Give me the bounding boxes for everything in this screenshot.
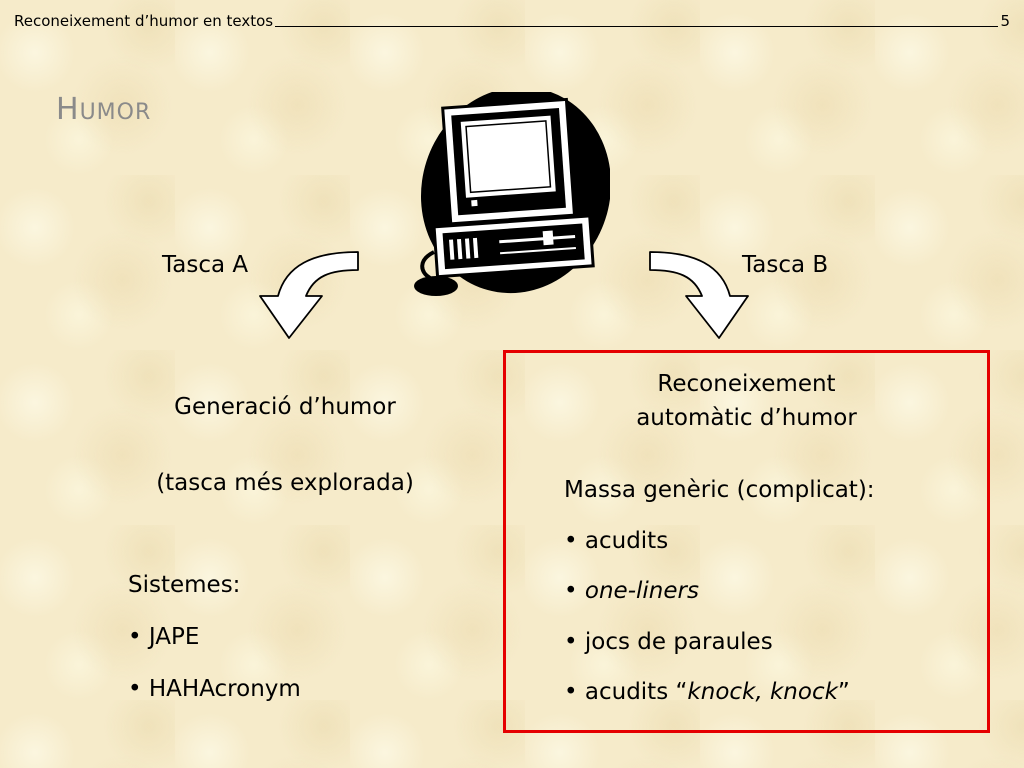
list-item-italic: knock, knock <box>687 679 838 705</box>
list-item: • HAHAcronym <box>128 676 301 702</box>
humor-recognition-box: Reconeixement automàtic d’humor Massa ge… <box>503 350 990 733</box>
list-item-italic: one-liners <box>584 578 699 604</box>
list-item-suffix: ” <box>837 679 850 705</box>
humor-recognition-title: Reconeixement automàtic d’humor <box>506 367 987 435</box>
systems-heading: Sistemes: <box>128 572 241 598</box>
page-number: 5 <box>1000 12 1010 30</box>
header-rule <box>275 26 999 27</box>
humor-recognition-title-line1: Reconeixement <box>657 371 836 397</box>
humor-recognition-title-line2: automàtic d’humor <box>636 405 857 431</box>
slide-title: Humor <box>56 92 151 127</box>
list-item: • one-liners <box>564 578 875 604</box>
slide-title-rest: umor <box>79 100 152 125</box>
list-item: • acudits <box>564 527 669 554</box>
header-title: Reconeixement d’humor en textos <box>14 12 274 30</box>
humor-recognition-intro: Massa genèric (complicat): <box>564 477 875 503</box>
task-a-label: Tasca A <box>162 252 249 278</box>
curved-arrow-down-right-icon <box>649 251 749 339</box>
list-item-prefix: • acudits “ <box>564 679 688 705</box>
header: Reconeixement d’humor en textos 5 <box>14 12 1010 30</box>
humor-generation-subtitle: (tasca més explorada) <box>156 470 414 496</box>
humor-recognition-list: Massa genèric (complicat): • acudits • o… <box>564 477 875 730</box>
list-item: • jocs de paraules <box>564 628 773 655</box>
computer-icon <box>414 92 610 296</box>
task-b-label: Tasca B <box>742 252 829 278</box>
list-item: • acudits “knock, knock” <box>564 679 875 705</box>
humor-generation-title: Generació d’humor <box>174 394 396 420</box>
curved-arrow-down-left-icon <box>259 251 359 339</box>
slide-title-initial: H <box>56 92 80 127</box>
systems-list: Sistemes: • JAPE • HAHAcronym <box>128 572 301 728</box>
list-item: • JAPE <box>128 624 200 650</box>
list-bullet: • <box>564 578 585 604</box>
